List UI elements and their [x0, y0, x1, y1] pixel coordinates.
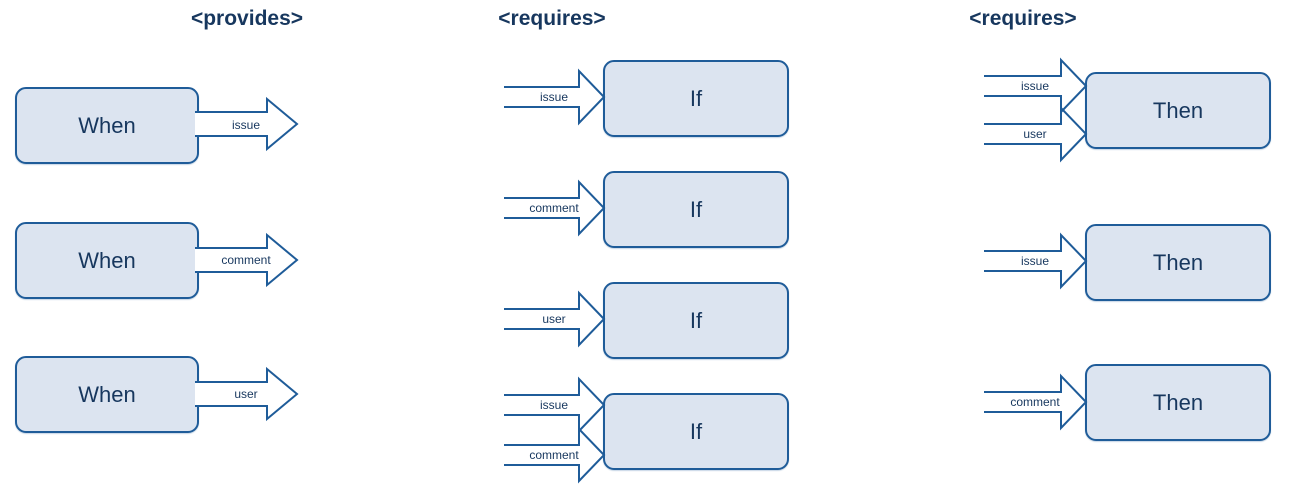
when-box-1: When	[15, 87, 199, 164]
if-box-4: If	[603, 393, 789, 470]
column-header-requires-if: <requires>	[498, 7, 606, 30]
then-box-1: Then	[1085, 72, 1271, 149]
arrow-label-user: user	[1023, 127, 1047, 141]
arrow-label-comment: comment	[529, 448, 579, 462]
arrow-label-user: user	[542, 312, 566, 326]
when-box-3: When	[15, 356, 199, 433]
then-box-3-label: Then	[1152, 389, 1204, 415]
arrow-label-comment: comment	[221, 253, 271, 267]
arrow-label-issue: issue	[1020, 254, 1049, 268]
then-box-3: Then	[1085, 364, 1271, 441]
provides-arrow-user-icon	[195, 366, 299, 422]
arrow-label-comment: comment	[529, 201, 579, 215]
requires-arrows-issue-comment-icon	[504, 376, 606, 484]
if-box-1-label: If	[689, 85, 703, 111]
then-box-2: Then	[1085, 224, 1271, 301]
if-box-3: If	[603, 282, 789, 359]
if-box-3-label: If	[689, 307, 703, 333]
requires-arrow-issue-icon	[504, 68, 606, 126]
if-box-2-label: If	[689, 196, 703, 222]
arrow-label-issue: issue	[231, 118, 260, 132]
when-box-2-label: When	[78, 247, 136, 273]
arrow-label-user: user	[234, 387, 258, 401]
requires-arrow-issue-icon	[984, 232, 1088, 290]
when-box-2: When	[15, 222, 199, 299]
column-header-requires-then: <requires>	[969, 7, 1077, 30]
then-box-1-label: Then	[1152, 97, 1204, 123]
arrow-label-comment: comment	[1010, 395, 1060, 409]
provides-arrow-comment-icon	[195, 232, 299, 288]
provides-arrow-issue-icon	[195, 96, 299, 152]
column-header-provides: <provides>	[190, 7, 304, 30]
if-box-4-label: If	[689, 418, 703, 444]
when-box-1-label: When	[78, 112, 136, 138]
if-box-1: If	[603, 60, 789, 137]
requires-arrows-issue-user-icon	[984, 57, 1088, 163]
arrow-label-issue: issue	[1020, 79, 1049, 93]
requires-arrow-comment-icon	[984, 373, 1088, 431]
then-box-2-label: Then	[1152, 249, 1204, 275]
arrow-label-issue: issue	[539, 90, 568, 104]
requires-arrow-comment-icon	[504, 179, 606, 237]
requires-arrow-user-icon	[504, 290, 606, 348]
if-box-2: If	[603, 171, 789, 248]
when-box-3-label: When	[78, 381, 136, 407]
arrow-label-issue: issue	[539, 398, 568, 412]
